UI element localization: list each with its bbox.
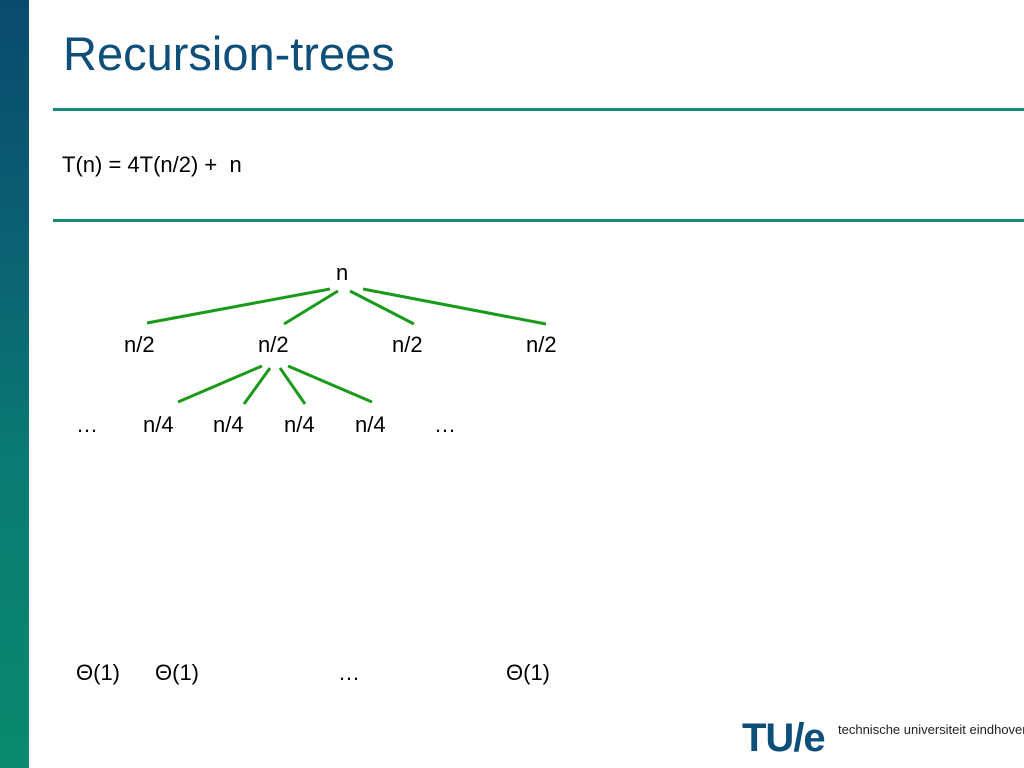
tree-level2-ellipsis: …: [434, 412, 456, 437]
tree-leaf: Θ(1): [155, 660, 199, 685]
edge-child2-grandchild-3: [278, 367, 307, 405]
tree-level1-node: n/2: [124, 332, 155, 357]
edge-root-child-1: [146, 287, 331, 325]
side-bar: [0, 0, 29, 768]
bottom-divider: [53, 219, 1024, 222]
tree-level2-node: n/4: [213, 412, 244, 437]
tree-leaf-ellipsis: …: [338, 660, 360, 685]
tree-root: n: [336, 260, 349, 285]
tue-logo: TU/e: [742, 716, 826, 760]
tree-level2-node: n/4: [355, 412, 386, 437]
edge-child2-grandchild-1: [177, 364, 263, 404]
top-divider: [53, 108, 1024, 111]
tree-leaf: Θ(1): [76, 660, 120, 685]
tree-level1-node: n/2: [258, 332, 289, 357]
edge-root-child-2: [283, 289, 339, 326]
recurrence-formula: T(n) = 4T(n/2) + n: [62, 152, 242, 177]
tree-level1-node: n/2: [392, 332, 423, 357]
edge-child2-grandchild-2: [242, 367, 272, 405]
edge-root-child-4: [362, 287, 547, 326]
edge-root-child-3: [349, 289, 415, 326]
slide-title: Recursion-trees: [63, 27, 395, 80]
tree-level2-node: n/4: [284, 412, 315, 437]
tree-level1-node: n/2: [526, 332, 557, 357]
edge-child2-grandchild-4: [287, 364, 373, 404]
tree-level2-ellipsis: …: [76, 412, 98, 437]
university-name: technische universiteit eindhoven: [838, 722, 1024, 737]
tree-level2-node: n/4: [143, 412, 174, 437]
tree-leaf: Θ(1): [506, 660, 550, 685]
